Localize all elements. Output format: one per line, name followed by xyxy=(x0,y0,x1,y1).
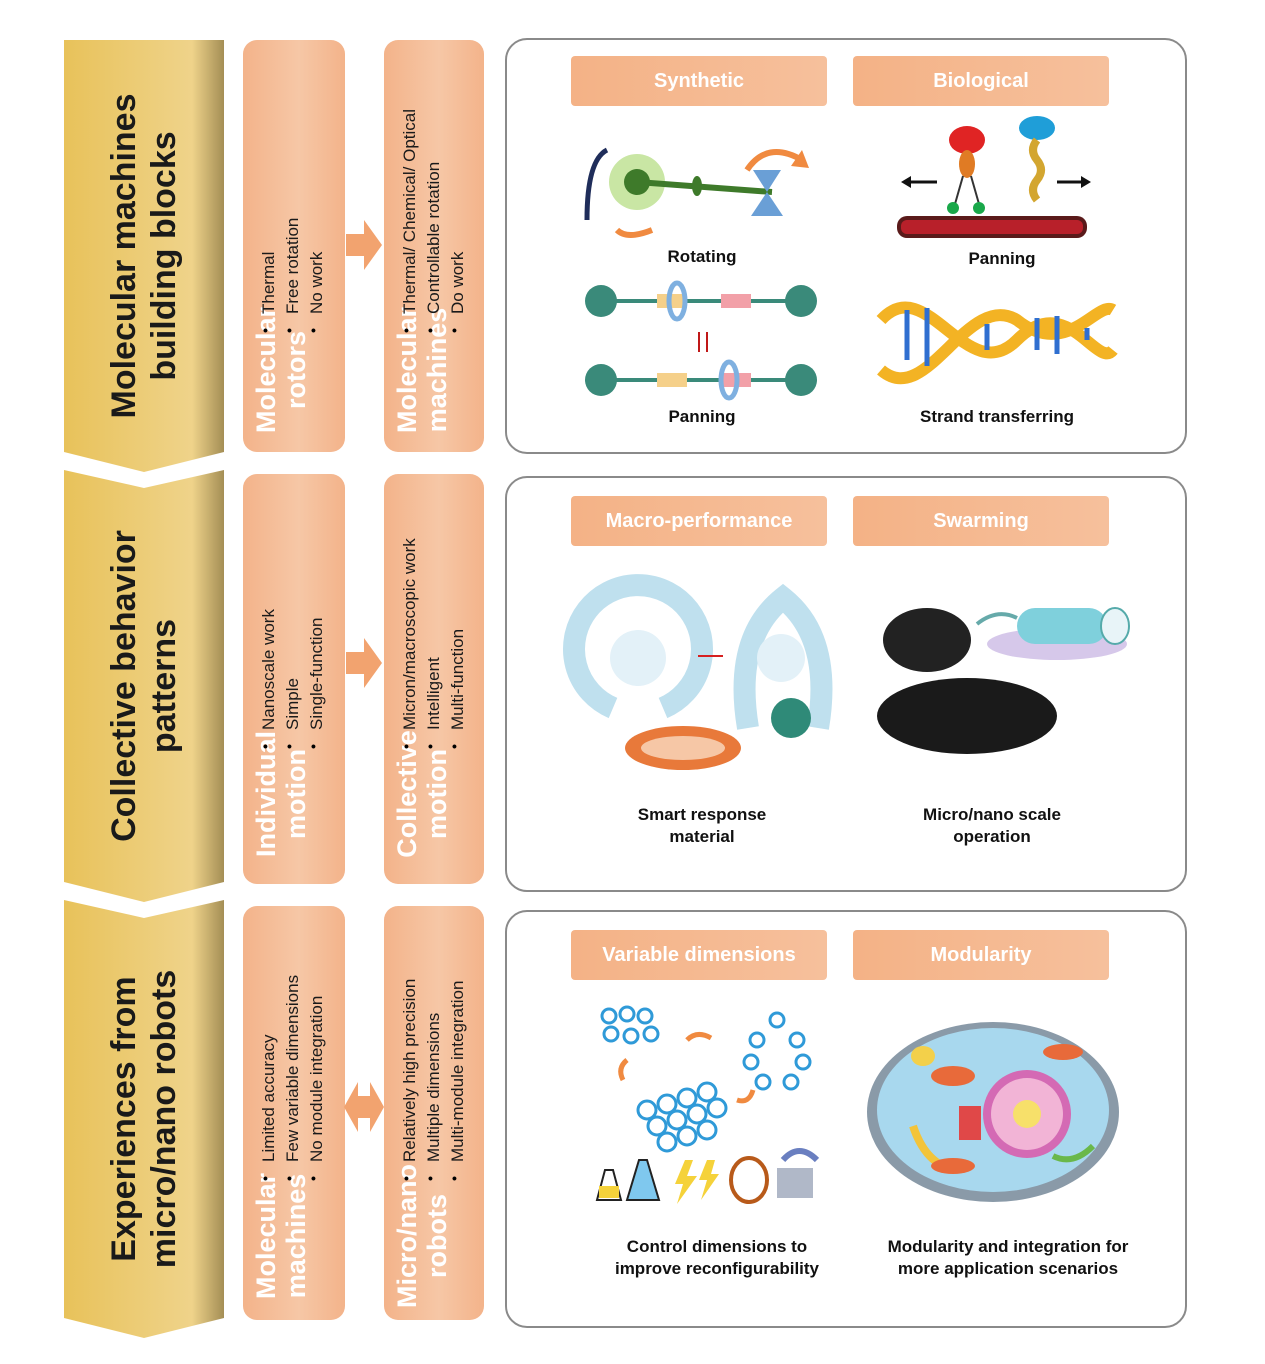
bullet-2: Controllable rotation xyxy=(424,161,443,314)
bullet-1: Nanoscale work xyxy=(259,609,278,730)
caption-smart-response: Smart response material xyxy=(637,805,767,846)
bullet-2: Free rotation xyxy=(283,217,302,314)
rotaxane-shuttle-illustration xyxy=(585,280,817,401)
banner-title: Molecular machines building blocks xyxy=(105,93,183,419)
caption-panning-bio: Panning xyxy=(968,249,1036,268)
panel-collective-behavior: Macro-performance Swarming Smart respons… xyxy=(505,476,1187,892)
box-molecular-machines: Molecular machines Thermal/ Chemical/ Op… xyxy=(384,40,484,452)
bullet-3: Single-function xyxy=(307,617,326,730)
reconfigurable-structures-illustration xyxy=(595,1005,820,1204)
arrow-right-icon xyxy=(346,638,382,688)
cell-illustration xyxy=(867,1022,1119,1202)
caption-rotating: Rotating xyxy=(667,247,737,266)
caption-micro-nano-operation: Micro/nano scale operation xyxy=(923,805,1061,846)
smart-material-illustration xyxy=(563,574,833,770)
panel-building-blocks: Synthetic Biological Rotating Panning xyxy=(505,38,1187,454)
bullet-marks: ••• xyxy=(263,322,316,338)
box-molecular-rotors: Molecular rotors Thermal Free rotation N… xyxy=(243,40,345,452)
bullet-3: No work xyxy=(307,251,326,314)
bullet-3: Multi-function xyxy=(448,628,467,730)
biological-walker-illustration xyxy=(897,116,1091,238)
header-biological: Biological xyxy=(853,56,1109,106)
bullet-marks: ••• xyxy=(263,1170,316,1186)
bullet-1: Thermal/ Chemical/ Optical xyxy=(400,108,419,314)
caption-control-dimensions: Control dimensions to improve reconfigur… xyxy=(614,1237,820,1278)
header-modularity: Modularity xyxy=(853,930,1109,980)
banner-title: Collective behavior patterns xyxy=(105,530,183,842)
header-macro-performance: Macro-performance xyxy=(571,496,827,546)
double-arrow-icon xyxy=(344,1082,384,1132)
box-micro-nano-robots: Micro/nano robots Relatively high precis… xyxy=(384,906,484,1320)
banner-shape xyxy=(64,40,224,472)
box-molecular-machines-2: Molecular machines Limited accuracy Few … xyxy=(243,906,345,1320)
caption-modularity-integration: Modularity and integration for more appl… xyxy=(887,1237,1129,1278)
banner-shape xyxy=(64,900,224,1338)
box-individual-motion: Individual motion Nanoscale work Simple … xyxy=(243,474,345,884)
bullet-marks: ••• xyxy=(404,1170,457,1186)
bullet-3: Multi-module integration xyxy=(448,980,467,1162)
header-swarming: Swarming xyxy=(853,496,1109,546)
bullet-1: Relatively high precision xyxy=(400,978,419,1162)
bullet-1: Limited accuracy xyxy=(259,1034,278,1162)
panel-micro-nano-experiences: Variable dimensions Modularity Control d… xyxy=(505,910,1187,1328)
banner-row-1: Molecular machines building blocks xyxy=(64,40,224,472)
header-synthetic: Synthetic xyxy=(571,56,827,106)
bullet-marks: ••• xyxy=(404,322,457,338)
molecular-rotor-illustration xyxy=(584,147,809,238)
banner-shape xyxy=(64,470,224,902)
bullet-2: Simple xyxy=(283,678,302,730)
bullet-2: Few variable dimensions xyxy=(283,974,302,1162)
caption-strand-transferring: Strand transferring xyxy=(920,407,1074,426)
banner-row-3: Experiences from micro/nano robots xyxy=(64,900,224,1338)
bullet-2: Intelligent xyxy=(424,657,443,730)
banner-row-2: Collective behavior patterns xyxy=(64,470,224,902)
arrow-right-icon xyxy=(346,220,382,270)
bullet-3: Do work xyxy=(448,251,467,314)
dna-strand-illustration xyxy=(876,301,1118,385)
box-collective-motion: Collective motion Micron/macroscopic wor… xyxy=(384,474,484,884)
bullet-1: Micron/macroscopic work xyxy=(400,538,419,730)
bullet-marks: ••• xyxy=(263,738,316,754)
header-variable-dimensions: Variable dimensions xyxy=(571,930,827,980)
swarm-illustration xyxy=(877,607,1130,754)
bullet-marks: ••• xyxy=(404,738,457,754)
bullet-1: Thermal xyxy=(259,251,278,314)
caption-panning-synthetic: Panning xyxy=(668,407,736,426)
bullet-2: Multiple dimensions xyxy=(424,1012,443,1162)
bullet-3: No module integration xyxy=(307,995,326,1162)
banner-title: Experiences from micro/nano robots xyxy=(105,969,183,1269)
